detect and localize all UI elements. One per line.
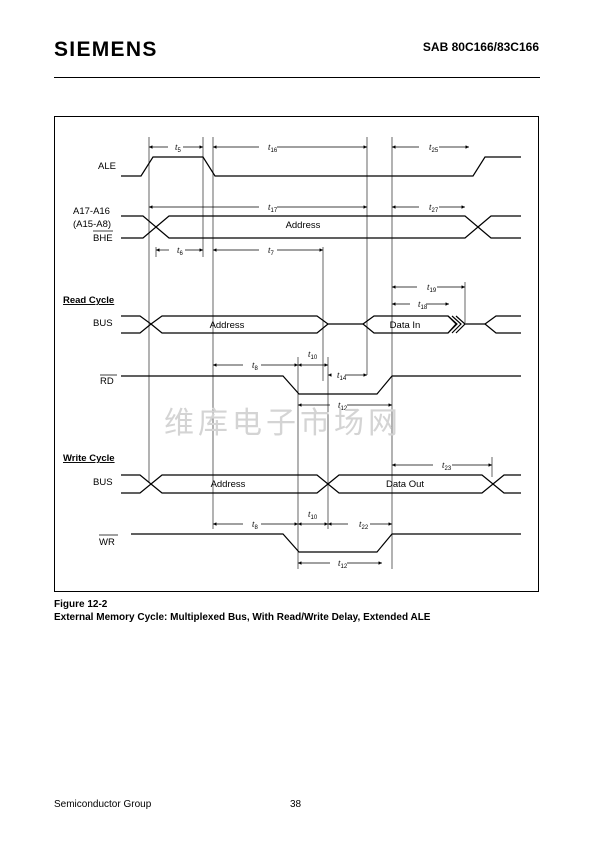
timing-label-t19: t19 — [427, 282, 437, 294]
timing-label-t10r: t10 — [308, 349, 318, 361]
siemens-logo: SIEMENS — [54, 38, 158, 61]
wr-waveform — [131, 533, 521, 553]
timing-label-t23: t23 — [442, 460, 452, 472]
footer-publisher: Semiconductor Group — [54, 799, 152, 810]
footer-page-number: 38 — [290, 799, 302, 810]
timing-label-t7: t7 — [268, 245, 275, 257]
figure-caption: External Memory Cycle: Multiplexed Bus, … — [54, 612, 431, 623]
address-bus-waveform — [121, 215, 521, 239]
timing-label-t8r: t8 — [252, 360, 259, 372]
signal-label-a17-a16: A17-A16 — [73, 206, 110, 217]
reference-lines — [148, 137, 493, 569]
timing-label-t12r: t12 — [338, 400, 348, 412]
read-bus-waveform — [121, 315, 521, 334]
bus-label-read-address: Address — [210, 320, 245, 331]
bus-label-address-top: Address — [286, 220, 321, 231]
timing-diagram: ALE A17-A16 (A15-A8) BHE Read Cycle BUS … — [54, 116, 539, 592]
signal-label-bhe: BHE — [93, 233, 113, 244]
timing-label-t16: t16 — [268, 142, 278, 154]
timing-label-t22: t22 — [359, 519, 369, 531]
signal-label-read-bus: BUS — [93, 318, 113, 329]
timing-label-t10w: t10 — [308, 509, 318, 521]
bus-label-data-out: Data Out — [386, 479, 424, 490]
timing-label-t6: t6 — [177, 245, 184, 257]
signal-label-wr: WR — [99, 537, 115, 548]
timing-label-t5: t5 — [175, 142, 182, 154]
bus-label-write-address: Address — [211, 479, 246, 490]
write-cycle-heading: Write Cycle — [63, 453, 115, 464]
timing-diagram-svg: ALE A17-A16 (A15-A8) BHE Read Cycle BUS … — [63, 137, 521, 570]
document-title: SAB 80C166/83C166 — [422, 40, 539, 54]
watermark: 维库电子市场网 — [164, 406, 402, 441]
signal-label-ale: ALE — [98, 161, 116, 172]
figure-number: Figure 12-2 — [54, 599, 108, 610]
timing-label-t17: t17 — [268, 202, 278, 214]
write-bus-waveform — [121, 474, 521, 494]
rd-waveform — [121, 375, 521, 395]
read-cycle-heading: Read Cycle — [63, 295, 114, 306]
timing-label-t14: t14 — [337, 370, 347, 382]
ale-waveform — [121, 156, 521, 177]
timing-label-t18: t18 — [418, 299, 428, 311]
timing-label-t8w: t8 — [252, 519, 259, 531]
bus-label-data-in: Data In — [390, 320, 421, 331]
timing-label-t12w: t12 — [338, 558, 348, 570]
timing-arrows — [149, 145, 492, 565]
signal-label-rd: RD — [100, 376, 114, 387]
timing-label-t25: t25 — [429, 142, 439, 154]
timing-labels: t5 t16 t25 t17 t27 t6 t7 t19 t18 t8 t10 t14 t12 t23 t8… — [175, 142, 452, 570]
signal-label-write-bus: BUS — [93, 477, 113, 488]
timing-label-t27: t27 — [429, 202, 439, 214]
header-divider — [54, 77, 540, 78]
signal-label-a15-a8: (A15-A8) — [73, 219, 111, 230]
